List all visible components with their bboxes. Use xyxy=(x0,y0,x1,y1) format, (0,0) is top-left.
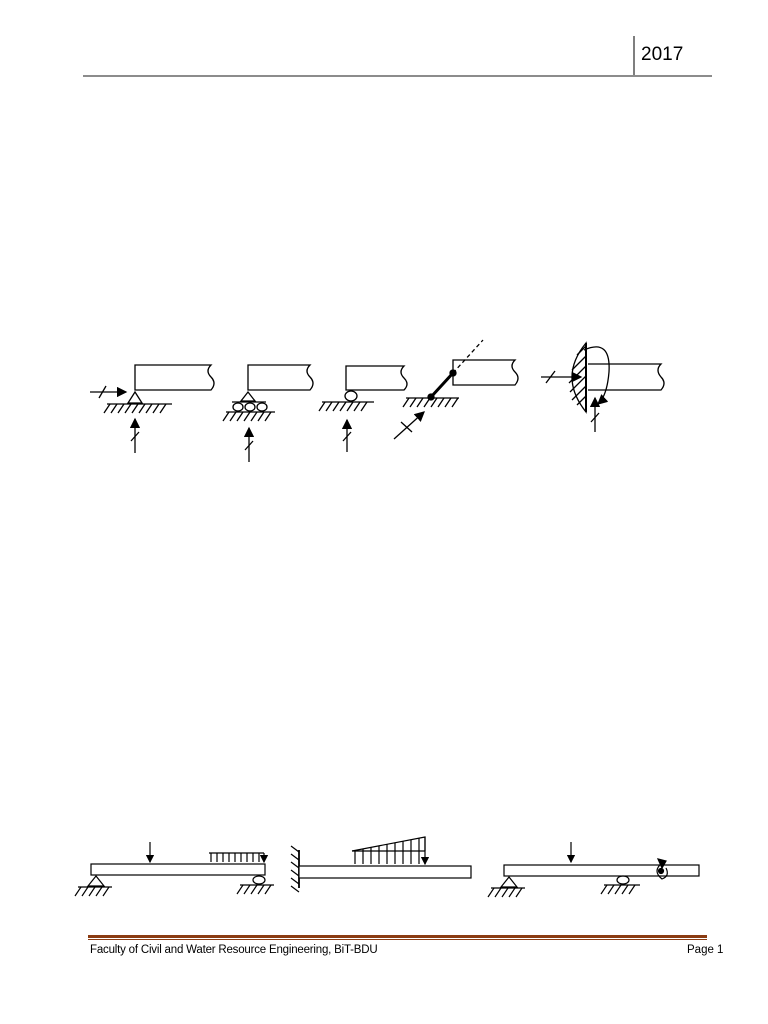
footer-page-number: Page 1 xyxy=(687,944,724,956)
link-support xyxy=(393,339,519,440)
simply-supported-beam xyxy=(74,842,274,897)
cantilever-beam xyxy=(290,836,472,893)
header-year: 2017 xyxy=(641,44,684,65)
roller-support-single xyxy=(318,365,408,452)
footer-rule-thin xyxy=(88,939,707,940)
footer-institution: Faculty of Civil and Water Resource Engi… xyxy=(90,944,378,956)
header-rule xyxy=(83,75,712,77)
overhanging-beam xyxy=(487,842,700,898)
footer-rule xyxy=(88,935,707,938)
header-divider xyxy=(633,36,635,76)
fixed-support xyxy=(541,341,665,432)
roller-support-three-rollers xyxy=(222,364,314,462)
pin-support xyxy=(90,364,215,453)
